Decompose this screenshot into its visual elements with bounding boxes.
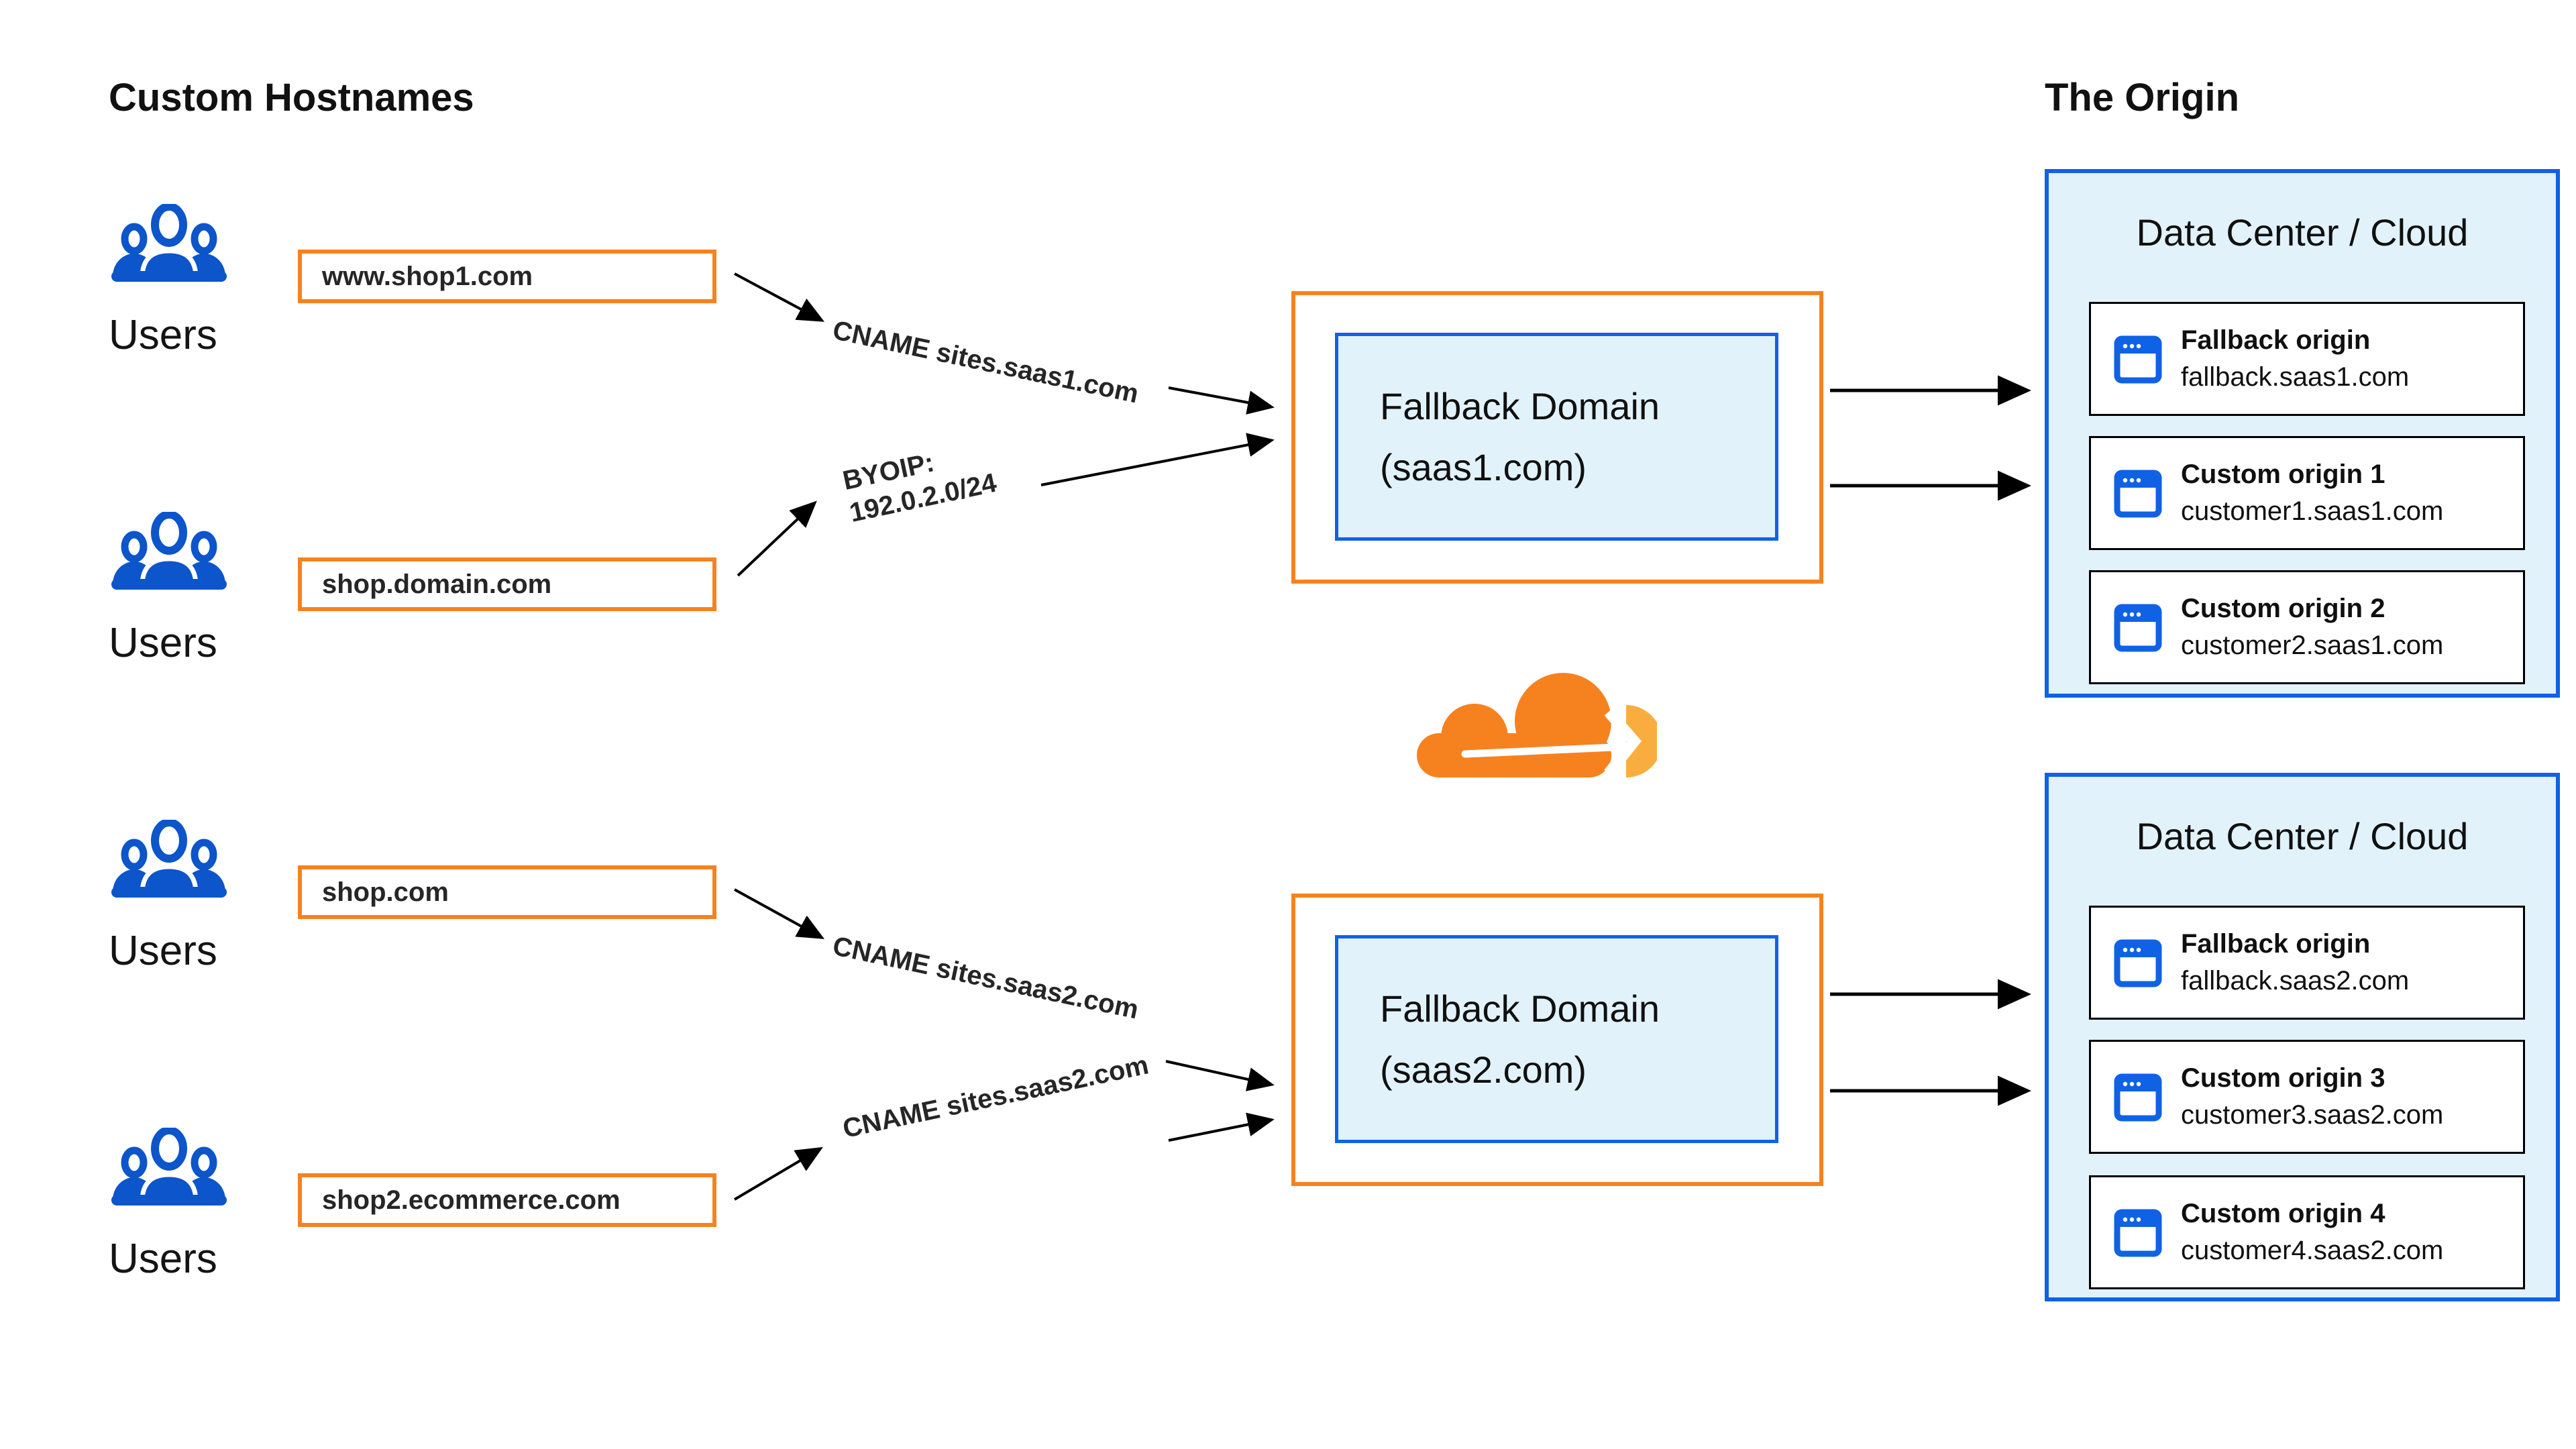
fallback-domain-2-line2: (saas2.com) [1380,1049,1587,1091]
hostname-box-shopcom: shop.com [298,865,716,919]
browser-window-icon [2114,939,2162,987]
origin-card-title: Fallback origin [2181,929,2371,959]
origin-card-host: fallback.saas1.com [2181,362,2410,392]
origin-card-host: customer3.saas2.com [2181,1100,2444,1130]
data-center-2-title: Data Center / Cloud [2136,815,2469,857]
fallback-domain-2-line1: Fallback Domain [1380,987,1660,1030]
edge-label-cname-saas1: CNAME sites.saas1.com [830,315,1142,409]
origin-card-custom2: Custom origin 2 customer2.saas1.com [2089,570,2525,684]
arrow-cname2b-to-fallback2 [1168,1112,1275,1142]
users-label: Users [109,312,217,358]
origin-card-custom1: Custom origin 1 customer1.saas1.com [2089,436,2525,550]
users-group-icon [111,820,227,898]
fallback-domain-2: Fallback Domain (saas2.com) [1335,935,1778,1143]
edge-label-cname-saas2-upper: CNAME sites.saas2.com [830,930,1142,1025]
browser-window-icon [2114,470,2162,518]
origin-card-custom3: Custom origin 3 customer3.saas2.com [2089,1040,2525,1154]
users-label: Users [109,620,217,666]
arrow-shop1-to-cname1 [734,272,825,322]
fallback-domain-1-line2: (saas1.com) [1380,446,1587,488]
origin-card-fallback-saas1: Fallback origin fallback.saas1.com [2089,302,2525,416]
fallback-domain-1: Fallback Domain (saas1.com) [1335,333,1778,541]
origin-card-title: Custom origin 2 [2181,594,2385,623]
browser-window-icon [2114,604,2162,652]
edge-label-cname-saas2-lower: CNAME sites.saas2.com [840,1050,1152,1144]
browser-window-icon [2114,1209,2162,1257]
data-center-1: Data Center / Cloud Fallback origin fall… [2045,169,2560,698]
browser-window-icon [2114,335,2162,384]
users-group-icon [111,512,227,590]
origin-card-title: Custom origin 1 [2181,460,2385,489]
arrow-cname1-to-fallback1 [1168,386,1275,415]
hostname-box-shop2: shop2.ecommerce.com [298,1173,716,1227]
origin-card-host: customer1.saas1.com [2181,496,2444,526]
origin-card-custom4: Custom origin 4 customer4.saas2.com [2089,1175,2525,1289]
hostname-text: www.shop1.com [322,261,533,291]
origin-card-title: Custom origin 3 [2181,1063,2385,1093]
arrow-shopcom-to-cname2a [734,888,825,939]
data-center-2: Data Center / Cloud Fallback origin fall… [2045,773,2560,1301]
hostname-text: shop.com [322,877,449,907]
arrow-shop2-to-cname2b [733,1146,823,1201]
data-center-1-title: Data Center / Cloud [2136,211,2469,254]
browser-window-icon [2114,1073,2162,1122]
arrow-shopdomain-to-byoip [737,500,817,577]
hostname-text: shop.domain.com [322,569,552,599]
custom-hostnames-title: Custom Hostnames [109,76,474,119]
users-group-icon [111,204,227,282]
edge-label-byoip: BYOIP: 192.0.2.0/24 [840,435,1000,530]
arrow-byoip-to-fallback1 [1040,433,1275,486]
hostname-box-shopdomain: shop.domain.com [298,557,716,611]
arrow-cname2a-to-fallback2 [1165,1060,1275,1091]
users-label: Users [109,928,217,974]
origin-card-host: fallback.saas2.com [2181,966,2410,996]
hostname-box-shop1: www.shop1.com [298,250,716,303]
hostname-text: shop2.ecommerce.com [322,1185,621,1215]
origin-card-host: customer2.saas1.com [2181,631,2444,660]
origin-card-title: Fallback origin [2181,325,2371,355]
fallback-domain-1-outer: Fallback Domain (saas1.com) [1291,291,1823,584]
origin-card-title: Custom origin 4 [2181,1199,2385,1228]
the-origin-title: The Origin [2045,76,2239,119]
users-label: Users [109,1236,217,1282]
origin-card-host: customer4.saas2.com [2181,1236,2444,1265]
fallback-domain-2-outer: Fallback Domain (saas2.com) [1291,894,1823,1186]
users-group-icon [111,1128,227,1205]
origin-card-fallback-saas2: Fallback origin fallback.saas2.com [2089,906,2525,1020]
fallback-domain-1-line1: Fallback Domain [1380,385,1660,427]
cloudflare-logo [1417,673,1657,777]
